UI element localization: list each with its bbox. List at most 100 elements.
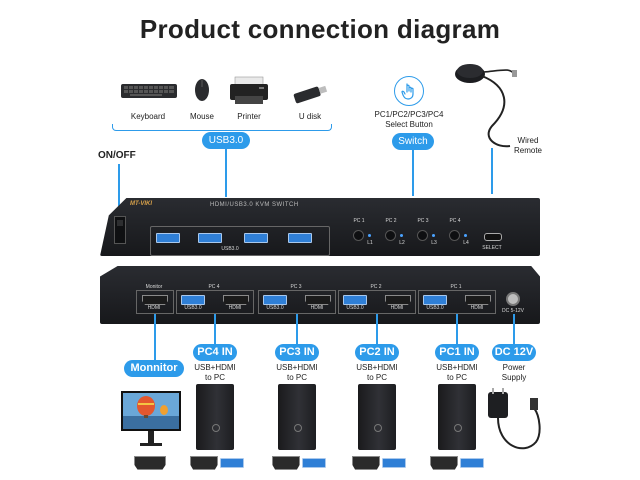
hdmi-connector	[134, 456, 166, 470]
usb-connector	[302, 458, 326, 468]
dc-jack	[506, 292, 520, 306]
usb-port	[423, 295, 447, 305]
usb-port	[156, 233, 180, 243]
hand-select-icon	[394, 76, 424, 106]
monitor-port-box	[136, 290, 174, 314]
usb-connector	[382, 458, 406, 468]
hdmi-connector	[352, 456, 380, 470]
monitor-badge: Monnitor	[124, 360, 184, 377]
mouse-label: Mouse	[189, 112, 214, 121]
connector-line	[513, 314, 515, 344]
pc-tower	[438, 384, 476, 450]
pc-label: PC 3	[417, 218, 429, 224]
hdmi-label: HDMI	[470, 305, 484, 311]
hdmi-connector	[272, 456, 300, 470]
led-indicator	[432, 234, 435, 237]
connector-line	[456, 314, 458, 344]
connector-line	[491, 148, 493, 194]
connector-line	[296, 314, 298, 344]
pc1-select-button[interactable]	[353, 230, 364, 241]
usb-connector	[460, 458, 484, 468]
connector-line	[225, 149, 227, 197]
pc-group-box	[258, 290, 336, 314]
usb-port	[343, 295, 367, 305]
hdmi-label: HDMI	[310, 305, 324, 311]
pc-group-label: PC 2	[370, 284, 382, 290]
pc-group-box	[338, 290, 416, 314]
pc4-in-sub: USB+HDMI to PC	[194, 363, 236, 382]
kvm-brand: MT-VIKI	[130, 201, 152, 207]
pc2-in-sub: USB+HDMI to PC	[356, 363, 398, 382]
pc4-in-badge: PC4 IN	[193, 344, 237, 361]
pc2-select-button[interactable]	[385, 230, 396, 241]
usb-label: USB3.0	[266, 305, 284, 311]
pc-group-box	[418, 290, 496, 314]
pc1-in-badge: PC1 IN	[435, 344, 479, 361]
dc-label: DC 5-12V	[502, 308, 524, 314]
hdmi-label: HDMI	[147, 305, 161, 311]
kvm-top-body	[100, 198, 540, 256]
hdmi-label: HDMI	[228, 305, 242, 311]
pc4-select-button[interactable]	[449, 230, 460, 241]
usb-label: USB3.0	[184, 305, 202, 311]
usb-disk-icon	[290, 84, 330, 104]
usb-port	[263, 295, 287, 305]
printer-icon	[229, 76, 269, 106]
power-adapter-icon	[484, 386, 548, 462]
kvm-model-text: HDMI/USB3.0 KVM SWITCH	[210, 202, 299, 208]
connector-line	[118, 164, 120, 212]
hdmi-connector	[190, 456, 218, 470]
monitor-port-label: Monitor	[145, 284, 163, 290]
pc-group-label: PC 1	[450, 284, 462, 290]
dc12v-sub: Power Supply	[501, 363, 527, 382]
led-indicator	[400, 234, 403, 237]
select-button-label: PC1/PC2/PC3/PC4 Select Button	[374, 110, 444, 129]
usb-port	[181, 295, 205, 305]
mouse-icon	[194, 76, 210, 102]
pc-group-box	[176, 290, 254, 314]
on-off-label: ON/OFF	[98, 150, 136, 161]
pc-group-label: PC 4	[208, 284, 220, 290]
hdmi-port	[465, 295, 491, 305]
led-indicator	[464, 234, 467, 237]
usb30-badge: USB3.0	[202, 132, 250, 149]
usb-label: USB3.0	[221, 246, 239, 252]
usb-label: USB3.0	[346, 305, 364, 311]
usb-port	[288, 233, 312, 243]
hdmi-port	[385, 295, 411, 305]
keyboard-label: Keyboard	[130, 112, 166, 121]
hdmi-label: HDMI	[390, 305, 404, 311]
usb-port	[244, 233, 268, 243]
wired-remote-icon	[452, 56, 532, 154]
printer-label: Printer	[237, 112, 261, 121]
wired-remote-label: Wired Remote	[513, 136, 542, 155]
pc2-in-badge: PC2 IN	[355, 344, 399, 361]
pc-label: PC 2	[385, 218, 397, 224]
pc-tower	[278, 384, 316, 450]
remote-port	[484, 233, 502, 241]
pc3-in-badge: PC3 IN	[275, 344, 319, 361]
connector-line	[376, 314, 378, 344]
led-label: L1	[367, 240, 373, 246]
pc-label: PC 4	[449, 218, 461, 224]
hdmi-port	[223, 295, 249, 305]
pc3-select-button[interactable]	[417, 230, 428, 241]
usb-port-panel	[150, 226, 330, 256]
hdmi-port	[142, 295, 168, 305]
pc1-in-sub: USB+HDMI to PC	[436, 363, 478, 382]
usb-port	[198, 233, 222, 243]
usb-disk-label: U disk	[298, 112, 322, 121]
pc3-in-sub: USB+HDMI to PC	[276, 363, 318, 382]
monitor-icon	[120, 390, 182, 450]
keyboard-icon	[120, 82, 178, 100]
led-label: L4	[463, 240, 469, 246]
connector-line	[154, 314, 156, 360]
connector-line	[214, 314, 216, 344]
switch-badge: Switch	[392, 133, 434, 150]
led-label: L3	[431, 240, 437, 246]
usb-peripheral-bracket	[112, 124, 332, 131]
connector-line	[412, 150, 414, 196]
pc-tower	[358, 384, 396, 450]
power-switch[interactable]	[114, 216, 126, 244]
usb-connector	[220, 458, 244, 468]
